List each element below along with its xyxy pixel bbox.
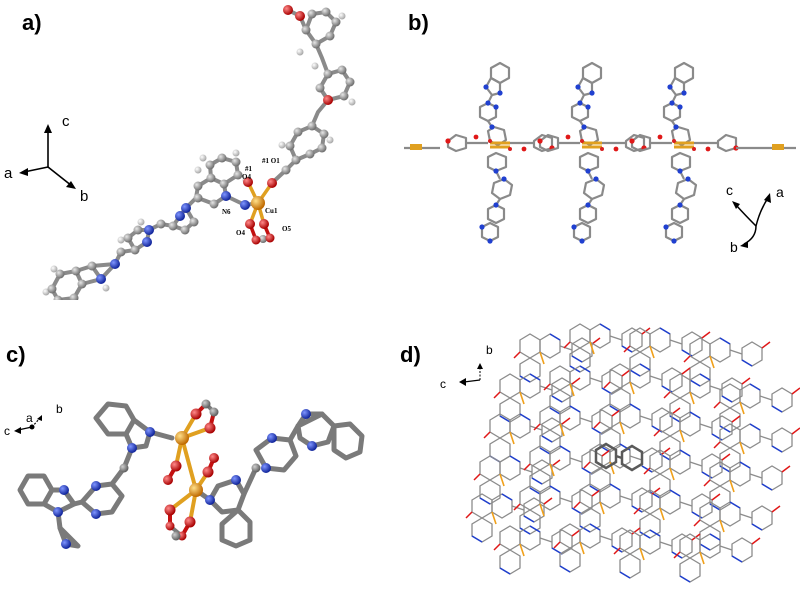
bond-network [49, 8, 353, 300]
axis-triad: b c [440, 343, 493, 391]
axis-b-label: b [730, 239, 738, 255]
panel-a-structure: c a b [4, 5, 356, 300]
atom-label-o1: #1 O1 [262, 157, 280, 165]
carbon-atoms [119, 399, 261, 541]
axis-a-label: a [776, 184, 784, 200]
copper-atom-1 [175, 431, 189, 445]
panel-d-structure: b c [440, 323, 800, 583]
atom-label-o4-bottom: O4 [236, 229, 245, 237]
panel-d: d) [400, 300, 800, 600]
copper-atom-2 [189, 483, 203, 497]
axis-c-label: c [726, 182, 733, 198]
panel-c-label: c) [6, 342, 26, 367]
axis-triad: c a b [4, 402, 63, 438]
panel-b-structure: a c b [404, 61, 796, 255]
copper-atom [251, 196, 265, 210]
panel-d-label: d) [400, 342, 421, 367]
carbon-atoms [47, 7, 355, 300]
oxygen-atoms [163, 408, 219, 541]
nitrogen-atoms [96, 191, 250, 284]
panel-b: b) [400, 0, 800, 300]
atom-label-n6: N6 [222, 208, 231, 216]
axis-a-label: a [26, 411, 33, 425]
axis-a-label: a [4, 165, 13, 182]
panel-c: c) c a b [0, 300, 400, 600]
nitrogen-atoms [53, 409, 317, 549]
layer-unit-edge [404, 144, 796, 150]
atom-label-o4-top: O4 [242, 173, 251, 181]
panel-a: a) c a b [0, 0, 400, 300]
framework-packing [465, 323, 800, 583]
panel-a-label: a) [22, 10, 42, 35]
axis-c-label: c [4, 424, 10, 438]
axis-b-label: b [486, 343, 493, 357]
axis-b-label: b [56, 402, 63, 416]
channel-core [594, 442, 644, 472]
atom-label-sym1: #1 [245, 165, 253, 173]
atom-label-o5: O5 [282, 225, 291, 233]
axis-c-label: c [440, 377, 446, 391]
oxygen-atoms [243, 5, 333, 245]
panel-b-label: b) [408, 10, 429, 35]
atom-label-cu1: Cu1 [265, 207, 278, 215]
axis-triad: a c b [726, 182, 784, 255]
panel-c-structure: c a b [4, 399, 365, 549]
axis-b-label: b [80, 188, 88, 205]
layer-unit-2 [535, 61, 649, 246]
layer-unit-1 [443, 61, 557, 246]
axis-triad: c a b [4, 113, 88, 205]
layer-unit-3 [627, 61, 741, 246]
axis-c-label: c [62, 113, 70, 130]
